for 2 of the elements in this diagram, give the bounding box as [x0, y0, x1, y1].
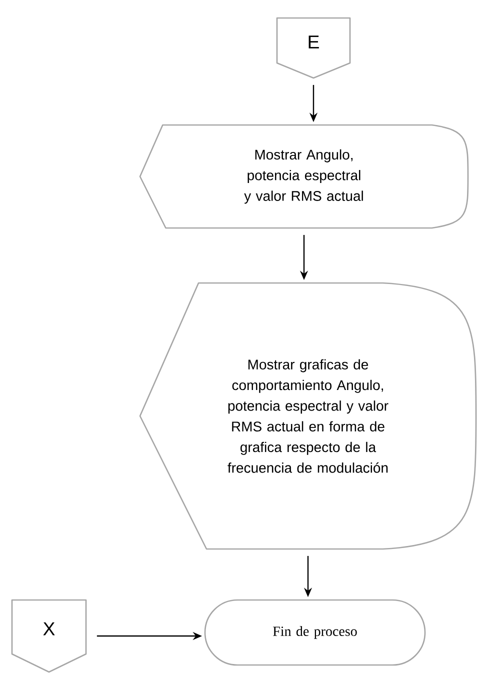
off-page-connector: E — [276, 17, 351, 79]
off-page-connector: X — [11, 599, 87, 673]
